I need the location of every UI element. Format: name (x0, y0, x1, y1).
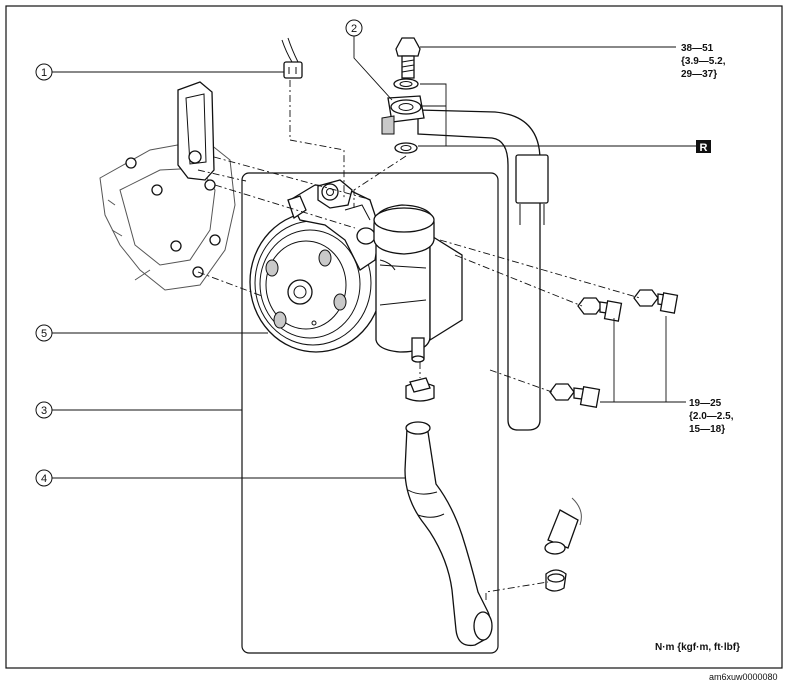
pump-assembly-boundary (241, 172, 499, 654)
torque-top-line2: {3.9—5.2, (681, 56, 726, 67)
replace-part-badge-icon: R (696, 140, 711, 154)
torque-spec-bolts: 19—25 {2.0—2.5, 15—18} (689, 398, 734, 435)
suction-hose (404, 421, 493, 647)
numbered-callout-circle-icon (345, 19, 363, 37)
callout-2-label: 2 (351, 23, 357, 35)
numbered-callout-circle-icon (35, 63, 53, 81)
numbered-callout-circle-icon (35, 469, 53, 487)
pump-reservoir (373, 204, 463, 363)
hose-clamp-upper (405, 377, 435, 402)
figure-code: am6xuw0000080 (709, 672, 778, 682)
callout-5-label: 5 (41, 328, 47, 340)
callout-1-label: 1 (41, 67, 47, 79)
torque-top-line3: 29—37} (681, 69, 717, 80)
return-pipe-end (544, 497, 582, 592)
replace-badge-label: R (700, 142, 708, 154)
torque-bolts-line1: 19—25 (689, 398, 722, 409)
torque-top-line1: 38—51 (681, 43, 714, 54)
torque-bolts-line2: {2.0—2.5, (689, 411, 734, 422)
torque-bolts-line3: 15—18} (689, 424, 725, 435)
pump-housing (287, 179, 381, 271)
callout-3: 3 (35, 401, 53, 419)
mounting-bolts (549, 289, 679, 409)
alignment-lines (197, 80, 641, 600)
pressure-hose (417, 109, 549, 431)
mounting-bolt-lower (549, 383, 601, 409)
diagram-border (5, 5, 783, 669)
pressure-switch-connector (281, 37, 303, 79)
callout-1: 1 (35, 63, 53, 81)
callout-4: 4 (35, 469, 53, 487)
callout-4-label: 4 (41, 473, 47, 485)
numbered-callout-circle-icon (35, 401, 53, 419)
mounting-bolt-middle (577, 297, 623, 322)
callout-5: 5 (35, 324, 53, 342)
mounting-bolt-upper (633, 289, 679, 314)
leader-lines (52, 36, 696, 479)
torque-spec-top: 38—51 {3.9—5.2, 29—37} (681, 43, 726, 80)
units-note: N·m {kgf·m, ft·lbf} (655, 642, 740, 653)
callout-2: 2 (345, 19, 363, 37)
callout-3-label: 3 (41, 405, 47, 417)
engine-block-illustration (99, 81, 236, 291)
numbered-callout-circle-icon (35, 324, 53, 342)
hose-fitting-assembly (381, 37, 425, 154)
